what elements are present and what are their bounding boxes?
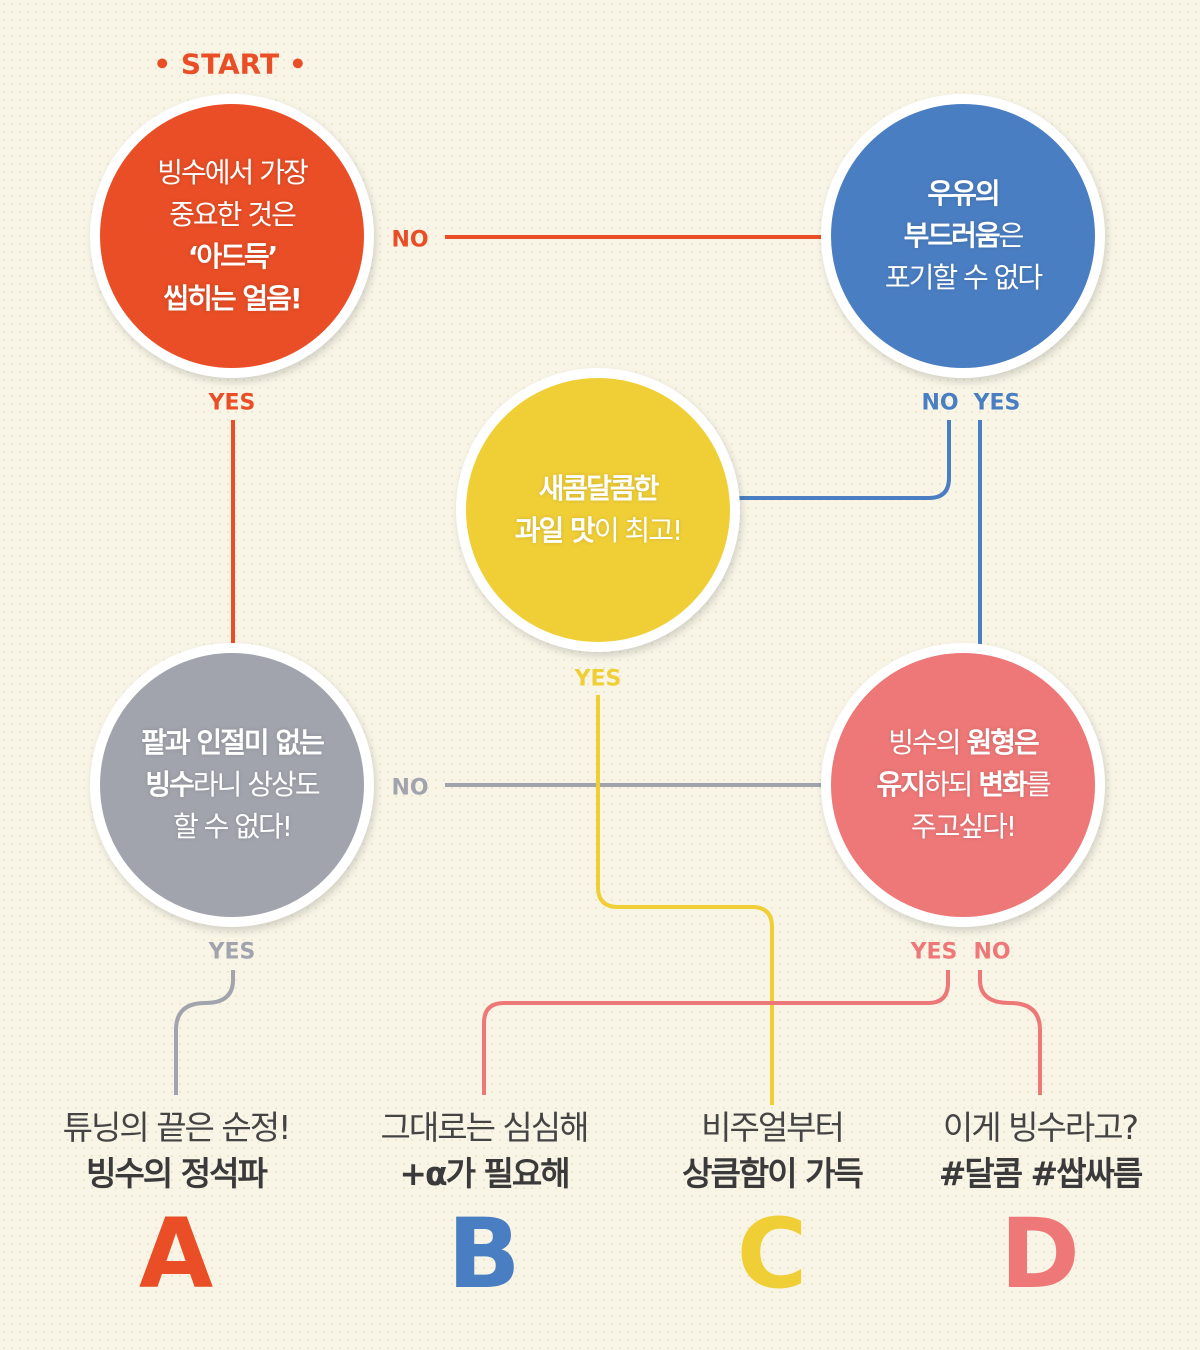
node-text-segment: 를 <box>1025 768 1052 801</box>
node-text-segment: 할 수 없다! <box>172 810 293 843</box>
node-text-line: 할 수 없다! <box>172 806 293 848</box>
line-q3-yes <box>596 695 774 1105</box>
node-text-line: 빙수라니 상상도 <box>145 764 321 806</box>
node-text-segment: 포기할 수 없다 <box>884 261 1043 294</box>
result-c-line2: 상큼함이 가득 <box>682 1154 864 1193</box>
node-text-segment: 과일 맛 <box>514 514 596 547</box>
node-text-segment: 빙수에서 가장 <box>157 156 308 189</box>
node-text-segment: ‘아드득’ <box>187 240 279 273</box>
node-text-line: 빙수의 원형은 <box>888 722 1039 764</box>
label-q2-yes: YES <box>973 390 1021 416</box>
label-q3-yes: YES <box>574 666 622 692</box>
result-a-line1: 튜닝의 끝은 순정! <box>62 1108 292 1147</box>
line-q5-yes <box>482 970 950 1095</box>
node-text-segment: 주고싶다! <box>910 810 1017 843</box>
result-d-line2: #달콤 #쌉싸름 <box>938 1154 1144 1193</box>
result-b-letter: B <box>447 1198 521 1310</box>
node-text-line: ‘아드득’ <box>187 236 279 278</box>
node-text-segment: 변화 <box>978 768 1028 801</box>
result-a-line2: 빙수의 정석파 <box>86 1154 268 1193</box>
node-text-line: 씹히는 얼음! <box>163 278 302 320</box>
result-a-letter: A <box>138 1198 214 1310</box>
start-label: • START • <box>153 47 307 81</box>
node-text-segment: 중요한 것은 <box>169 198 297 231</box>
result-b-line1: 그대로는 심심해 <box>380 1108 589 1147</box>
line-q2-no <box>738 420 951 500</box>
result-d: 이게 빙수라고? #달콤 #쌉싸름 D <box>890 1105 1190 1309</box>
label-q5-yes: YES <box>910 939 958 965</box>
label-q2-no: NO <box>921 390 959 416</box>
result-a: 튜닝의 끝은 순정! 빙수의 정석파 A <box>26 1105 326 1309</box>
node-text-segment: 유지 <box>876 768 926 801</box>
node-text-segment: 씹히는 얼음! <box>163 282 302 315</box>
label-q4-yes: YES <box>208 939 256 965</box>
node-text-segment: 팥과 인절미 없는 <box>141 726 325 759</box>
result-c-line1: 비주얼부터 <box>701 1108 845 1147</box>
node-text-line: 팥과 인절미 없는 <box>141 722 325 764</box>
node-text-segment: 이 최고! <box>593 514 683 547</box>
node-text-line: 주고싶다! <box>910 806 1017 848</box>
result-c: 비주얼부터 상큼함이 가득 C <box>622 1105 922 1309</box>
node-text-line: 우유의 <box>927 173 1000 215</box>
node-text-line: 부드러움은 <box>903 215 1025 257</box>
node-text-line: 빙수에서 가장 <box>157 152 308 194</box>
result-d-line1: 이게 빙수라고? <box>942 1108 1139 1147</box>
node-text-line: 중요한 것은 <box>169 194 297 236</box>
result-b: 그대로는 심심해 +α가 필요해 B <box>334 1105 634 1309</box>
node-text-segment: 우유의 <box>927 177 1000 210</box>
label-q5-no: NO <box>973 939 1011 965</box>
line-q5-no <box>978 970 1042 1095</box>
result-c-letter: C <box>736 1198 808 1310</box>
label-q1-no: NO <box>391 227 429 253</box>
line-q4-yes <box>174 970 235 1095</box>
node-text-segment: 부드러움 <box>903 219 1001 252</box>
node-text-segment: 은 <box>998 219 1025 252</box>
node-text-segment: 하되 <box>923 768 979 801</box>
node-text-segment: 빙수의 <box>888 726 967 759</box>
result-d-letter: D <box>1000 1198 1080 1310</box>
label-q1-yes: YES <box>208 390 256 416</box>
result-b-line2: +α가 필요해 <box>399 1154 570 1193</box>
node-text-segment: 빙수 <box>145 768 195 801</box>
node-text-line: 새콤달콤한 <box>538 468 660 510</box>
node-text-line: 과일 맛이 최고! <box>514 510 683 552</box>
node-text-segment: 라니 상상도 <box>192 768 321 801</box>
node-text-line: 포기할 수 없다 <box>884 257 1043 299</box>
node-text-line: 유지하되 변화를 <box>876 764 1052 806</box>
node-text-segment: 원형은 <box>966 726 1039 759</box>
label-q4-no: NO <box>391 775 429 801</box>
node-text-segment: 새콤달콤한 <box>538 472 660 505</box>
